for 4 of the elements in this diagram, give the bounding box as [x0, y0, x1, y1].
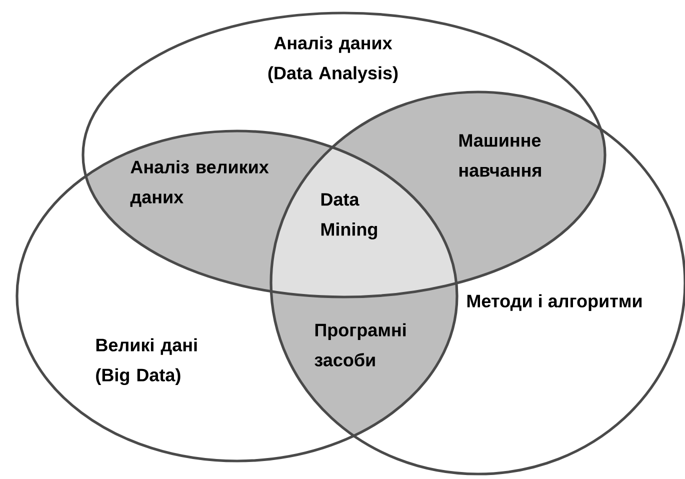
region-label: Аналіз великих даних — [130, 160, 269, 207]
region-label: Програмні засоби — [314, 323, 406, 366]
region-label: Data Mining — [321, 193, 377, 240]
region-label: Машинне навчання — [459, 134, 541, 177]
